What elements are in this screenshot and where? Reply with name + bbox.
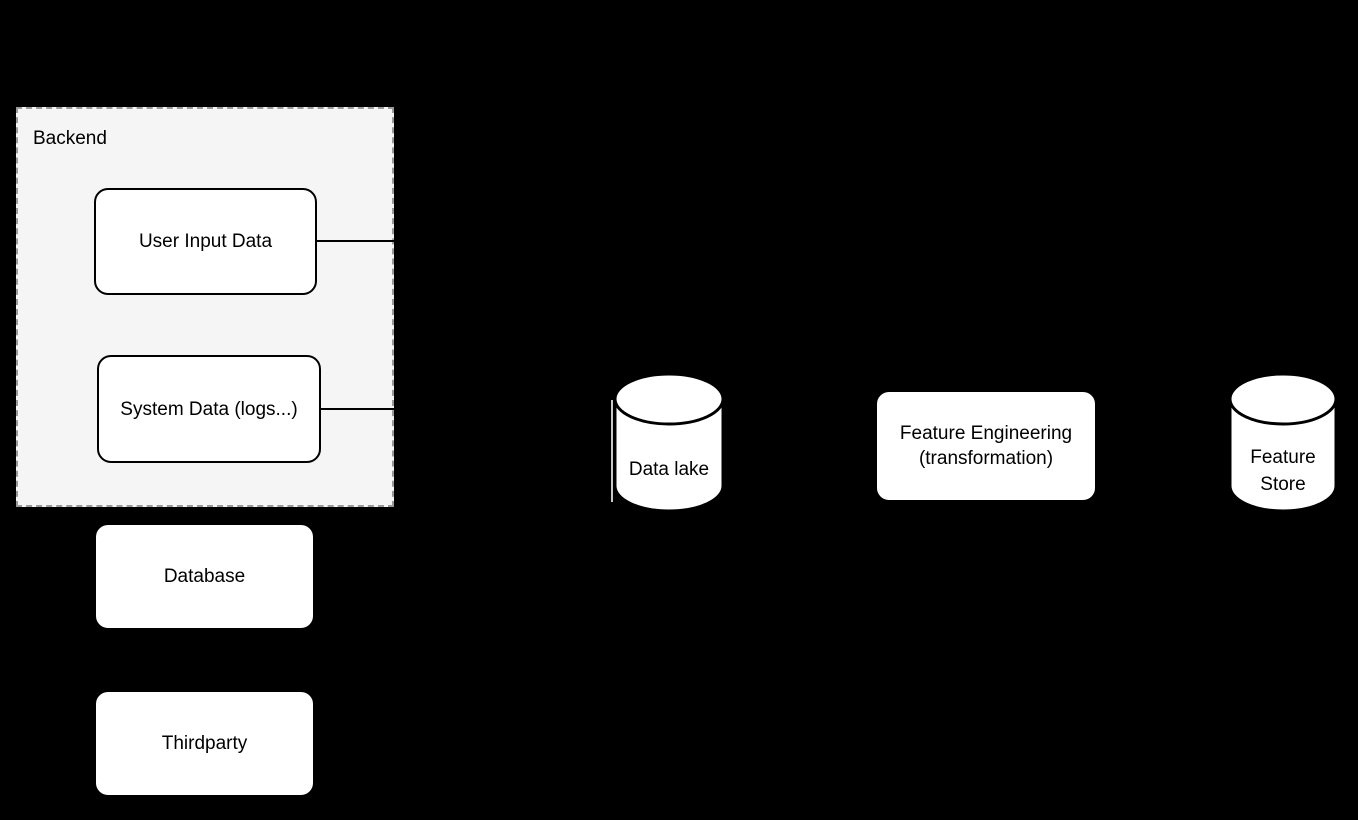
cylinder-shape-icon xyxy=(1228,372,1338,513)
edge-data-lake-left-stub xyxy=(611,400,613,502)
node-feature-engineering-label: Feature Engineering (transformation) xyxy=(899,423,1073,469)
edge-system-data-to-right[interactable] xyxy=(321,408,394,410)
group-backend-label: Backend xyxy=(33,128,107,149)
node-database-label: Database xyxy=(163,566,246,587)
node-user-input-data[interactable]: User Input Data xyxy=(94,188,317,295)
cylinder-shape-icon xyxy=(613,372,725,513)
node-data-lake-label: Data lake xyxy=(628,459,710,480)
node-feature-engineering[interactable]: Feature Engineering (transformation) xyxy=(875,390,1097,502)
node-system-data[interactable]: System Data (logs...) xyxy=(97,355,321,463)
node-database[interactable]: Database xyxy=(94,523,315,630)
node-system-data-label: System Data (logs...) xyxy=(120,398,298,420)
node-user-input-data-label: User Input Data xyxy=(138,231,273,252)
node-feature-store[interactable]: Feature Store xyxy=(1228,372,1338,513)
edge-user-input-data-to-right[interactable] xyxy=(317,240,394,242)
node-thirdparty[interactable]: Thirdparty xyxy=(94,690,315,797)
node-thirdparty-label: Thirdparty xyxy=(161,733,248,754)
node-feature-store-label: Feature Store xyxy=(1250,447,1316,495)
node-data-lake[interactable]: Data lake xyxy=(613,372,725,513)
